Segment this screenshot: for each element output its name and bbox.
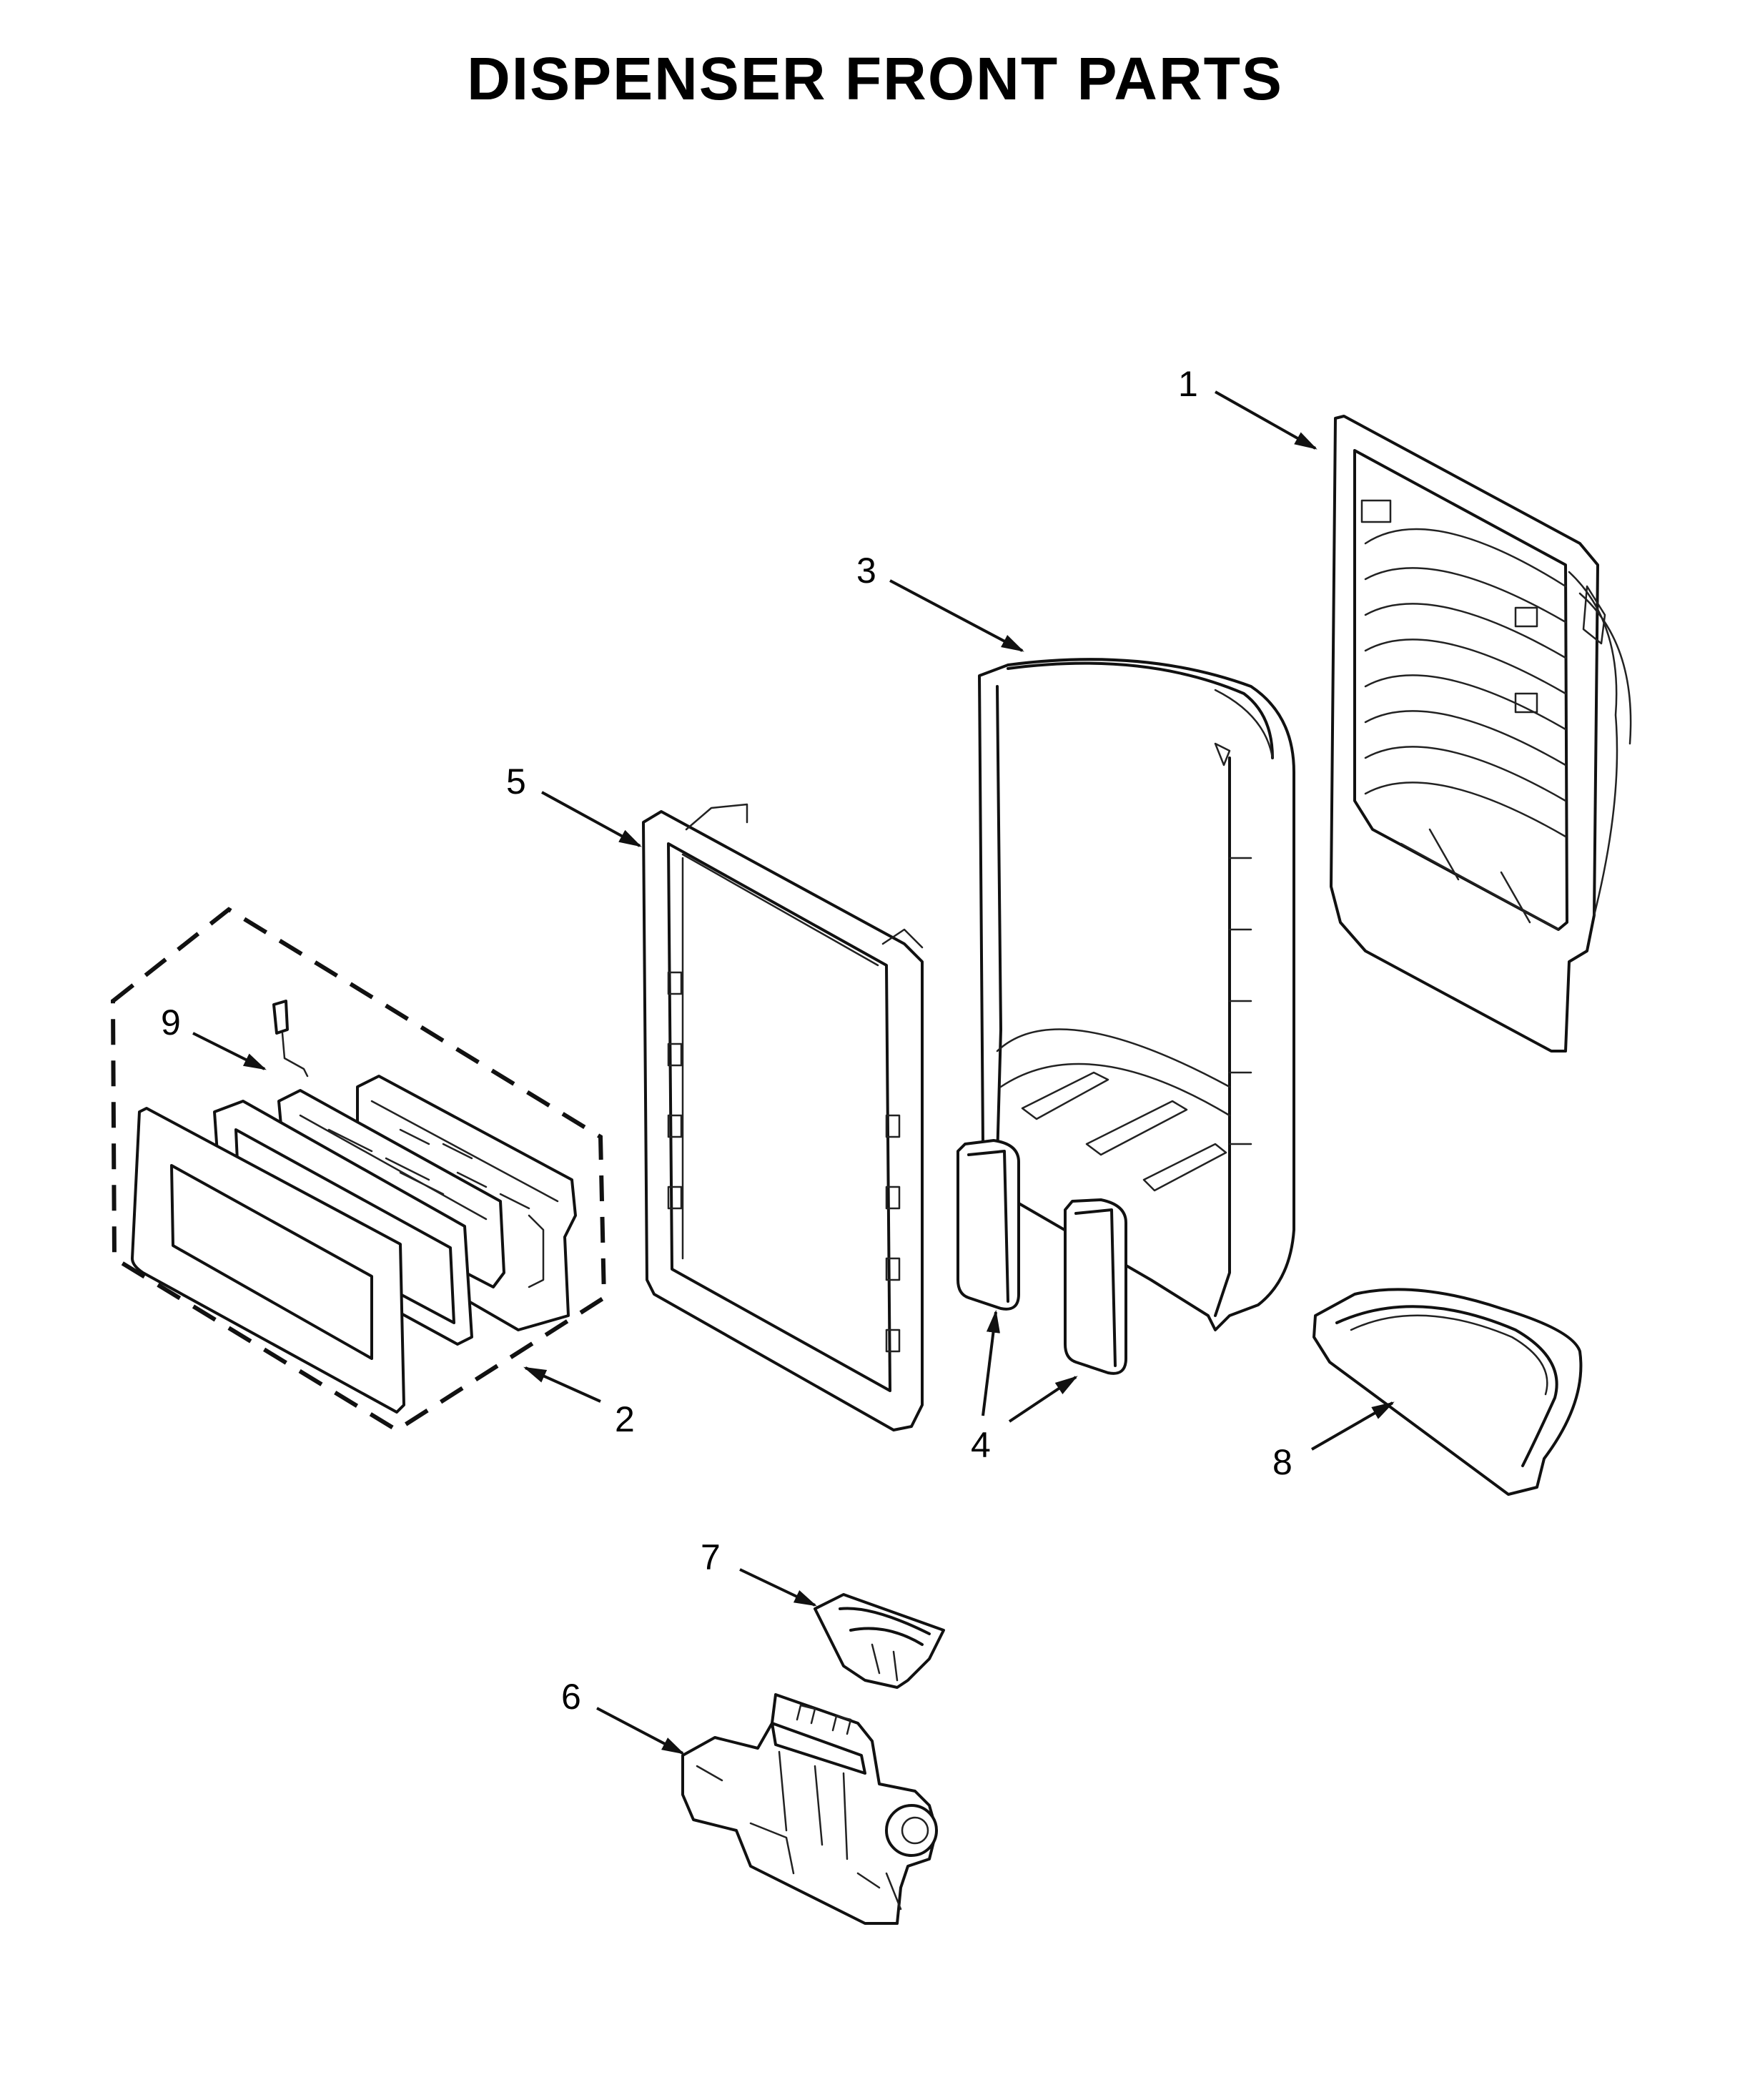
callout-7: 7: [701, 1537, 721, 1577]
part-4-pads[interactable]: [956, 1139, 1127, 1375]
callout-4: 4: [971, 1425, 991, 1465]
part-1-dispenser-housing[interactable]: [1330, 415, 1632, 1053]
callout-8: 8: [1272, 1442, 1292, 1482]
part-2-control-assembly[interactable]: [110, 907, 607, 1433]
part-5-front-frame[interactable]: [642, 803, 924, 1431]
part-8-drip-tray[interactable]: [1312, 1288, 1583, 1496]
page-title: DISPENSER FRONT PARTS: [467, 45, 1283, 112]
callout-1: 1: [1178, 364, 1198, 404]
callout-6: 6: [561, 1677, 581, 1717]
part-6-actuator-assembly[interactable]: [681, 1693, 938, 1925]
callout-3: 3: [856, 551, 876, 591]
callout-2: 2: [615, 1399, 635, 1439]
part-3-chute-liner[interactable]: [978, 658, 1295, 1331]
callout-9: 9: [161, 1002, 181, 1042]
leader-arrows: [192, 390, 1395, 1755]
callout-5: 5: [506, 761, 526, 802]
part-7-chute-flap[interactable]: [814, 1593, 945, 1689]
